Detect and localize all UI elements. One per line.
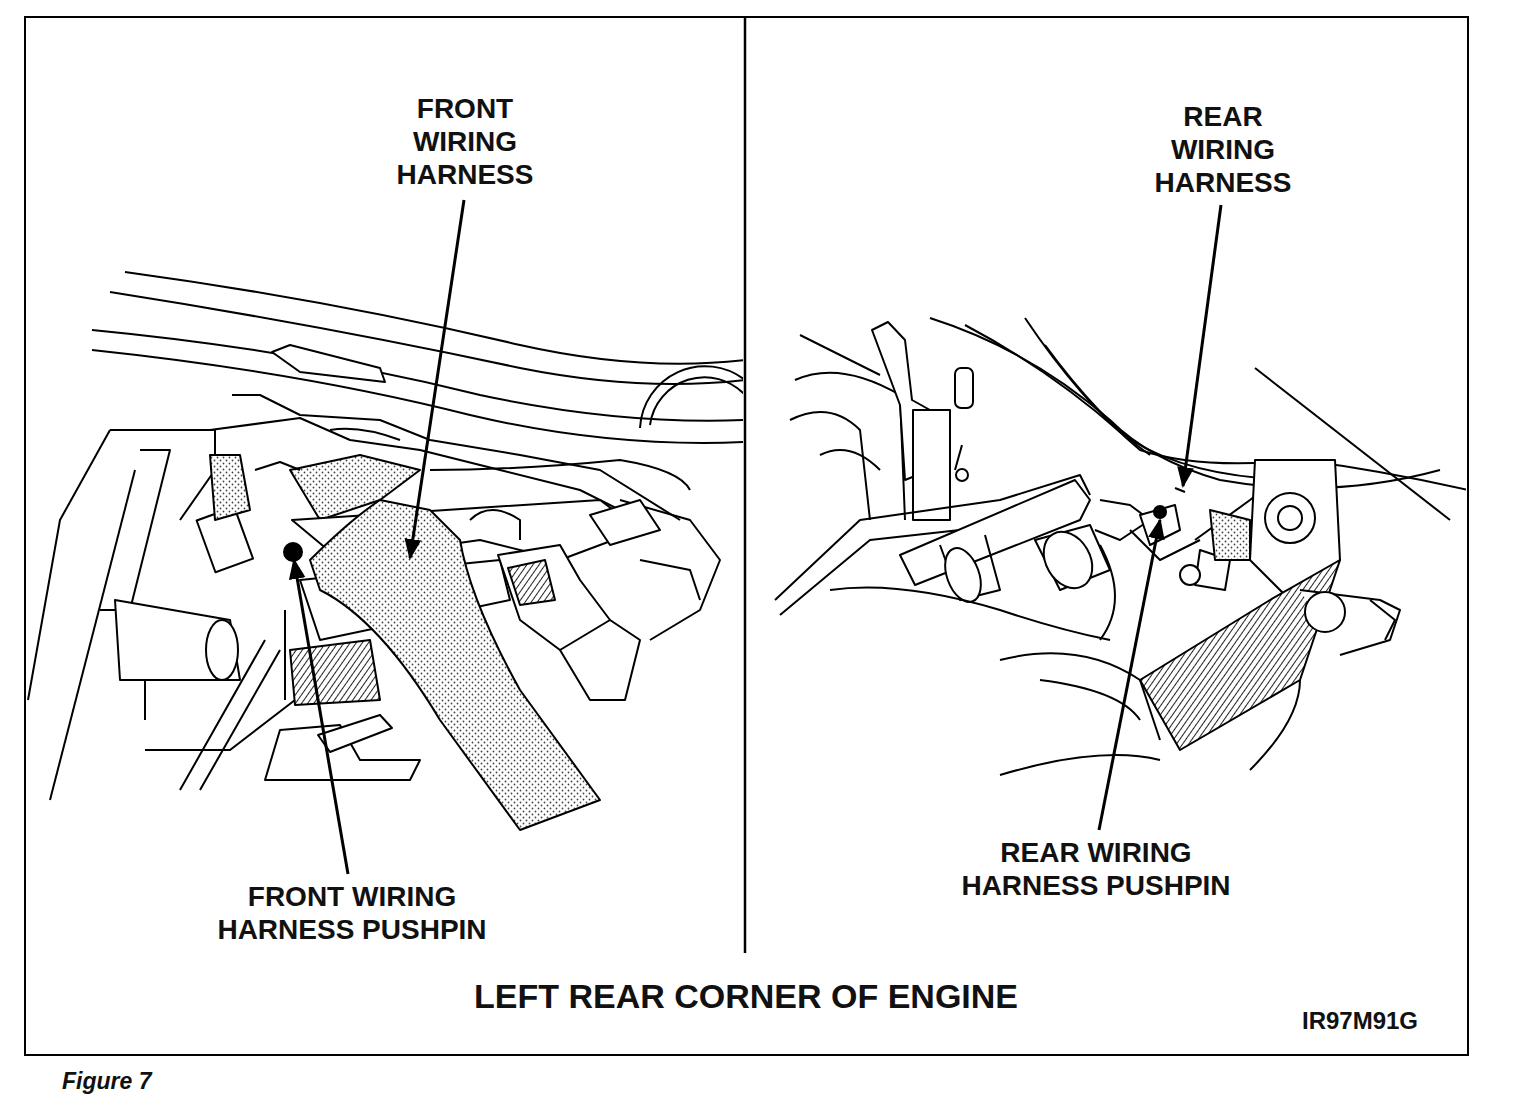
left-engine-view (28, 272, 743, 830)
figure-title: LEFT REAR CORNER OF ENGINE (296, 976, 1196, 1016)
part-label: REAR WIRING HARNESS PUSHPIN (931, 836, 1261, 902)
frame (25, 17, 1468, 1055)
part-label: FRONT WIRING HARNESS (370, 92, 560, 191)
leader-line (410, 200, 464, 558)
leader-line (1099, 520, 1160, 830)
part-label: REAR WIRING HARNESS (1128, 100, 1318, 199)
figure-code: IR97M91G (1260, 1007, 1460, 1035)
part-label: FRONT WIRING HARNESS PUSHPIN (187, 880, 517, 946)
leader-lines (294, 200, 1221, 874)
figure-caption: Figure 7 (62, 1068, 262, 1095)
leader-line (294, 560, 348, 874)
divider (744, 17, 747, 953)
leader-line (1183, 205, 1221, 486)
right-engine-view (775, 318, 1466, 775)
